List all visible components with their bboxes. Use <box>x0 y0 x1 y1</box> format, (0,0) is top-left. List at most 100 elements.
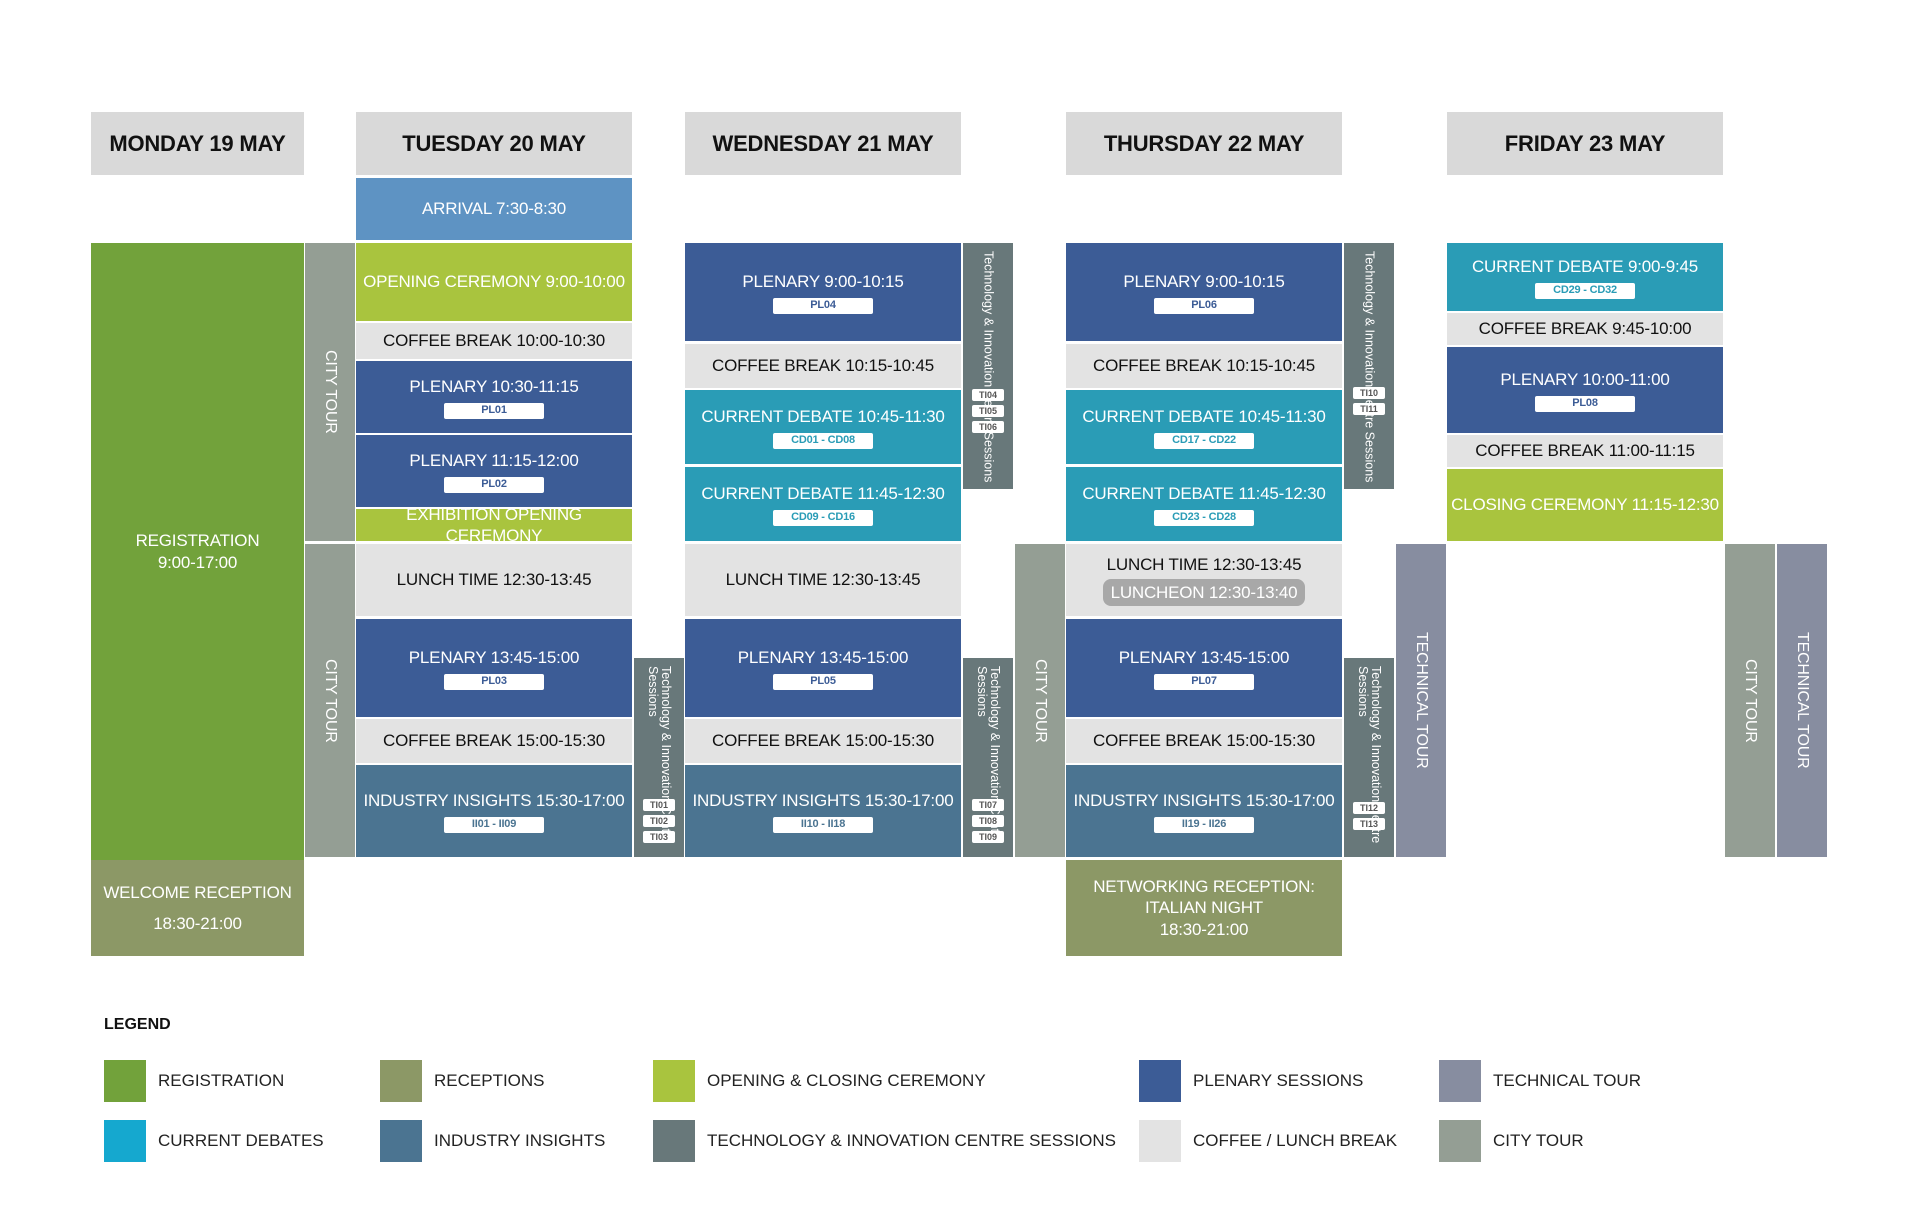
tuesday-plenary-1: PLENARY 10:30-11:15 PL01 <box>356 361 632 433</box>
day-header-wednesday: WEDNESDAY 21 MAY <box>685 112 961 175</box>
session-code-badge: II19 - II26 <box>1154 816 1254 833</box>
tic-code-badge: TI10 <box>1353 387 1385 399</box>
tic-code-badge: TI09 <box>972 831 1004 843</box>
wednesday-plenary-1: PLENARY 9:00-10:15 PL04 <box>685 243 961 341</box>
wednesday-lunch: LUNCH TIME 12:30-13:45 <box>685 544 961 616</box>
tic-code-badge: TI11 <box>1353 403 1385 415</box>
legend-swatch <box>653 1120 695 1162</box>
tic-code-badge: TI13 <box>1353 818 1385 830</box>
luncheon-badge: LUNCHEON 12:30-13:40 <box>1102 579 1306 607</box>
tuesday-opening-ceremony: OPENING CEREMONY 9:00-10:00 <box>356 243 632 321</box>
legend-title: LEGEND <box>104 1016 171 1033</box>
legend-item-insights: INDUSTRY INSIGHTS <box>380 1120 605 1162</box>
legend-swatch <box>653 1060 695 1102</box>
session-code-badge: II10 - II18 <box>773 816 873 833</box>
session-code-badge: CD29 - CD32 <box>1535 282 1635 299</box>
session-code-badge: PL04 <box>773 297 873 314</box>
tuesday-lunch: LUNCH TIME 12:30-13:45 <box>356 544 632 616</box>
legend-item-technical-tour: TECHNICAL TOUR <box>1439 1060 1641 1102</box>
wednesday-coffee-break-1: COFFEE BREAK 10:15-10:45 <box>685 344 961 388</box>
session-code-badge: PL05 <box>773 673 873 690</box>
thursday-debate-2: CURRENT DEBATE 11:45-12:30 CD23 - CD28 <box>1066 467 1342 541</box>
tuesday-industry-insights: INDUSTRY INSIGHTS 15:30-17:00 II01 - II0… <box>356 765 632 857</box>
thursday-lunch: LUNCH TIME 12:30-13:45 LUNCHEON 12:30-13… <box>1066 544 1342 616</box>
legend-item-ceremony: OPENING & CLOSING CEREMONY <box>653 1060 986 1102</box>
legend-item-tic: TECHNOLOGY & INNOVATION CENTRE SESSIONS <box>653 1120 1116 1162</box>
tic-code-badge: TI05 <box>972 405 1004 417</box>
legend-swatch <box>1139 1060 1181 1102</box>
legend-swatch <box>104 1060 146 1102</box>
day-header-friday: FRIDAY 23 MAY <box>1447 112 1723 175</box>
tuesday-plenary-2: PLENARY 11:15-12:00 PL02 <box>356 435 632 507</box>
day-header-monday: MONDAY 19 MAY <box>91 112 304 175</box>
wednesday-debate-1: CURRENT DEBATE 10:45-11:30 CD01 - CD08 <box>685 390 961 464</box>
tic-code-badge: TI06 <box>972 421 1004 433</box>
session-code-badge: PL07 <box>1154 673 1254 690</box>
friday-technical-tour: TECHNICAL TOUR <box>1777 544 1827 857</box>
legend-swatch <box>380 1120 422 1162</box>
wednesday-tic-sessions-morning: Technology & Innovation Centre Sessions … <box>963 243 1013 489</box>
monday-welcome-reception: WELCOME RECEPTION 18:30-21:00 <box>91 860 304 956</box>
thursday-coffee-break-2: COFFEE BREAK 15:00-15:30 <box>1066 719 1342 763</box>
session-code-badge: CD23 - CD28 <box>1154 509 1254 526</box>
thursday-tic-sessions-morning: Technology & Innovation Centre Sessions … <box>1344 243 1394 489</box>
tuesday-exhibition-opening: EXHIBITION OPENING CEREMONY <box>356 505 632 545</box>
thursday-coffee-break-1: COFFEE BREAK 10:15-10:45 <box>1066 344 1342 388</box>
wednesday-coffee-break-2: COFFEE BREAK 15:00-15:30 <box>685 719 961 763</box>
wednesday-debate-2: CURRENT DEBATE 11:45-12:30 CD09 - CD16 <box>685 467 961 541</box>
tuesday-arrival: ARRIVAL 7:30-8:30 <box>356 178 632 240</box>
session-code-badge: II01 - II09 <box>444 816 544 833</box>
legend-item-city-tour: CITY TOUR <box>1439 1120 1584 1162</box>
tic-code-badge: TI08 <box>972 815 1004 827</box>
wednesday-plenary-2: PLENARY 13:45-15:00 PL05 <box>685 619 961 717</box>
tuesday-tic-sessions: Technology & Innovation Centre Sessions … <box>634 658 684 857</box>
session-code-badge: CD17 - CD22 <box>1154 432 1254 449</box>
friday-coffee-break-1: COFFEE BREAK 9:45-10:00 <box>1447 313 1723 345</box>
session-code-badge: CD09 - CD16 <box>773 509 873 526</box>
day-header-tuesday: TUESDAY 20 MAY <box>356 112 632 175</box>
monday-city-tour-afternoon: CITY TOUR <box>305 544 355 857</box>
session-code-badge: PL03 <box>444 673 544 690</box>
tic-code-badge: TI01 <box>643 799 675 811</box>
legend-item-debates: CURRENT DEBATES <box>104 1120 324 1162</box>
thursday-industry-insights: INDUSTRY INSIGHTS 15:30-17:00 II19 - II2… <box>1066 765 1342 857</box>
legend-item-registration: REGISTRATION <box>104 1060 284 1102</box>
friday-plenary: PLENARY 10:00-11:00 PL08 <box>1447 347 1723 433</box>
thursday-debate-1: CURRENT DEBATE 10:45-11:30 CD17 - CD22 <box>1066 390 1342 464</box>
thursday-plenary-2: PLENARY 13:45-15:00 PL07 <box>1066 619 1342 717</box>
session-code-badge: PL02 <box>444 476 544 493</box>
legend-item-plenary: PLENARY SESSIONS <box>1139 1060 1363 1102</box>
tic-code-badge: TI02 <box>643 815 675 827</box>
session-code-badge: CD01 - CD08 <box>773 432 873 449</box>
tuesday-coffee-break-2: COFFEE BREAK 15:00-15:30 <box>356 719 632 763</box>
thursday-tic-sessions-afternoon: Technology & Innovation Centre Sessions … <box>1344 658 1394 857</box>
legend-swatch <box>380 1060 422 1102</box>
legend-swatch <box>104 1120 146 1162</box>
thursday-networking-reception: NETWORKING RECEPTION: ITALIAN NIGHT 18:3… <box>1066 860 1342 956</box>
wednesday-tic-sessions-afternoon: Technology & Innovation Centre Sessions … <box>963 658 1013 857</box>
wednesday-city-tour: CITY TOUR <box>1015 544 1065 857</box>
legend-item-breaks: COFFEE / LUNCH BREAK <box>1139 1120 1397 1162</box>
thursday-technical-tour: TECHNICAL TOUR <box>1396 544 1446 857</box>
session-code-badge: PL01 <box>444 402 544 419</box>
tic-code-badge: TI03 <box>643 831 675 843</box>
tic-code-badge: TI04 <box>972 389 1004 401</box>
tic-code-badge: TI12 <box>1353 802 1385 814</box>
legend-swatch <box>1439 1120 1481 1162</box>
session-code-badge: PL08 <box>1535 395 1635 412</box>
tic-code-badge: TI07 <box>972 799 1004 811</box>
day-header-thursday: THURSDAY 22 MAY <box>1066 112 1342 175</box>
monday-city-tour-morning: CITY TOUR <box>305 243 355 541</box>
legend-swatch <box>1139 1120 1181 1162</box>
legend-swatch <box>1439 1060 1481 1102</box>
friday-debate: CURRENT DEBATE 9:00-9:45 CD29 - CD32 <box>1447 243 1723 311</box>
tuesday-plenary-3: PLENARY 13:45-15:00 PL03 <box>356 619 632 717</box>
legend-item-receptions: RECEPTIONS <box>380 1060 545 1102</box>
thursday-plenary-1: PLENARY 9:00-10:15 PL06 <box>1066 243 1342 341</box>
tuesday-coffee-break-1: COFFEE BREAK 10:00-10:30 <box>356 323 632 359</box>
friday-coffee-break-2: COFFEE BREAK 11:00-11:15 <box>1447 435 1723 467</box>
wednesday-industry-insights: INDUSTRY INSIGHTS 15:30-17:00 II10 - II1… <box>685 765 961 857</box>
session-code-badge: PL06 <box>1154 297 1254 314</box>
friday-city-tour: CITY TOUR <box>1725 544 1775 857</box>
friday-closing-ceremony: CLOSING CEREMONY 11:15-12:30 <box>1447 469 1723 541</box>
